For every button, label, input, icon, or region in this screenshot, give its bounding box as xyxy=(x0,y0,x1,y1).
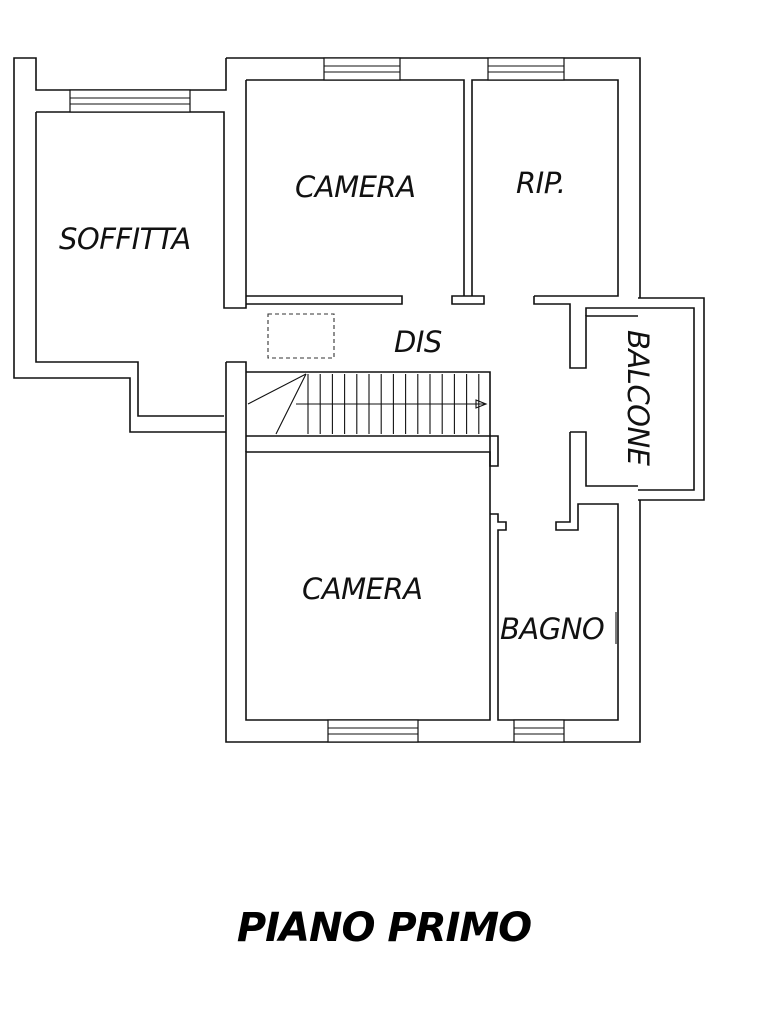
floor-title: PIANO PRIMO xyxy=(236,905,532,951)
stair-winder xyxy=(247,373,307,405)
room-label-balcone: BALCONE xyxy=(621,330,655,467)
windows xyxy=(69,57,565,743)
room-label-bagno: BAGNO xyxy=(500,612,604,646)
room-label-soffitta: SOFFITTA xyxy=(59,222,191,256)
room-label-ripostiglio: RIP. xyxy=(516,166,565,200)
room-label-camera-bottom: CAMERA xyxy=(302,572,422,606)
staircase xyxy=(247,373,488,435)
room-label-disimpegno: DIS xyxy=(394,325,442,359)
stair-arrow-icon xyxy=(475,399,488,409)
floor-plan: SOFFITTA CAMERA RIP. DIS BALCONE CAMERA … xyxy=(13,57,705,743)
stair-winder xyxy=(275,373,307,435)
room-label-camera-top: CAMERA xyxy=(295,170,415,204)
hatch-outline xyxy=(267,313,335,359)
